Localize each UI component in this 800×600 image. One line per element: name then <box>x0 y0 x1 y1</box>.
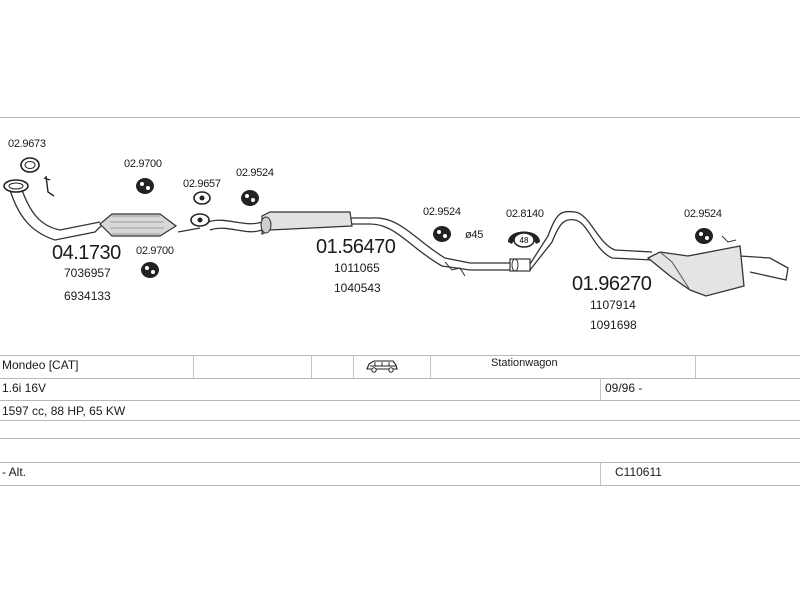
alt-note: - Alt. <box>2 465 27 479</box>
oe-ref-catalyst-2: 6934133 <box>64 289 111 303</box>
sensor-wire-icon <box>444 261 466 277</box>
table-col-divider <box>600 462 601 485</box>
hanger-02-9657 <box>193 191 211 205</box>
hanger-02-9524-a <box>241 190 259 206</box>
table-row-divider <box>0 462 800 463</box>
body-type: Stationwagon <box>491 357 558 369</box>
clamp-02-8140-icon: 48 <box>508 231 540 248</box>
table-row-divider <box>0 400 800 401</box>
label-02-9700-top: 02.9700 <box>124 158 162 170</box>
rear-silencer-icon <box>646 245 745 297</box>
vehicle-model: Mondeo [CAT] <box>2 358 79 372</box>
table-col-divider <box>311 355 312 378</box>
engine-label: 1.6i 16V <box>2 381 47 395</box>
hanger-02-9700-top <box>136 178 154 194</box>
label-02-9657: 02.9657 <box>183 178 221 190</box>
table-row-divider <box>0 438 800 439</box>
hanger-02-9524-b <box>433 226 451 242</box>
oe-ref-middle-2: 1040543 <box>334 281 381 295</box>
part-number-middle-silencer: 01.56470 <box>316 236 396 258</box>
label-02-9524-a: 02.9524 <box>236 167 274 179</box>
exhaust-system-diagram: 48 <box>3 157 789 297</box>
oe-ref-rear-2: 1091698 <box>590 318 637 332</box>
station-wagon-icon <box>366 359 398 378</box>
frame-top-border <box>0 117 800 118</box>
table-col-divider <box>430 355 431 378</box>
hanger-size-label: 48 <box>520 236 529 245</box>
oe-ref-rear-1: 1107914 <box>590 298 636 312</box>
part-number-catalyst: 04.1730 <box>52 242 121 264</box>
table-col-divider <box>353 355 354 378</box>
pipe-diameter-label: ø45 <box>465 229 484 241</box>
label-02-9524-c: 02.9524 <box>684 208 722 220</box>
date-range: 09/96 - <box>605 381 643 395</box>
label-02-9673: 02.9673 <box>8 138 46 150</box>
flange-02-9657-icon <box>190 213 210 227</box>
oe-ref-middle-1: 1011065 <box>334 261 380 275</box>
table-row-divider <box>0 420 800 421</box>
middle-silencer-icon <box>260 211 353 235</box>
catalytic-converter-icon <box>99 213 178 237</box>
pipe-coupling-icon <box>509 258 531 272</box>
hanger-02-9700-bottom <box>141 262 159 278</box>
table-col-divider <box>600 378 601 400</box>
table-col-divider <box>193 355 194 378</box>
rubber-hanger-icon <box>136 178 713 278</box>
part-number-rear-silencer: 01.96270 <box>572 273 652 295</box>
label-02-9524-b: 02.9524 <box>423 206 461 218</box>
table-border-bottom <box>0 485 800 486</box>
label-02-8140: 02.8140 <box>506 208 544 220</box>
hanger-02-9524-c <box>695 228 713 244</box>
table-border-top <box>0 355 800 356</box>
catalog-code: C110611 <box>615 465 662 479</box>
bolt-spring-icon <box>43 175 55 197</box>
label-02-9700-bottom: 02.9700 <box>136 245 174 257</box>
manifold-flange <box>3 179 29 193</box>
exhaust-pipe <box>9 189 789 281</box>
oe-ref-catalyst-1: 7036957 <box>64 266 111 280</box>
table-col-divider <box>695 355 696 378</box>
engine-specs: 1597 cc, 88 HP, 65 KW <box>2 404 126 418</box>
tail-bracket-icon <box>721 235 737 243</box>
gasket-02-9673-icon <box>20 157 40 173</box>
diagram-frame <box>0 117 800 487</box>
table-row-divider <box>0 378 800 379</box>
